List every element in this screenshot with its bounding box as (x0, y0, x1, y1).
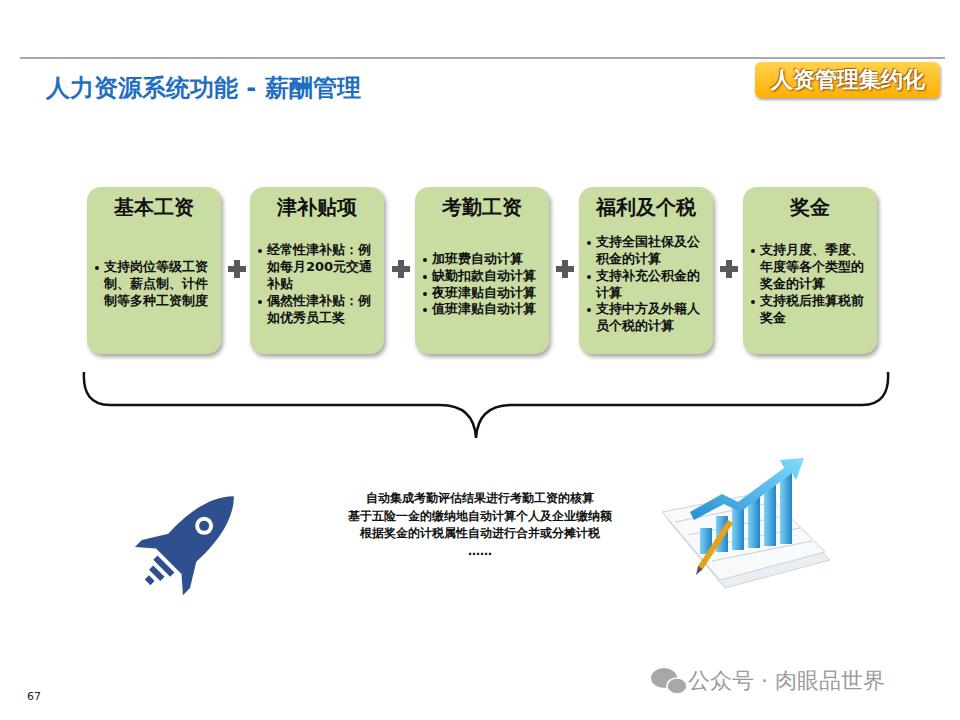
bullet-dot (751, 249, 755, 253)
watermark: 公众号 · 肉眼品世界 (688, 666, 885, 696)
summary-line: 根据奖金的计税属性自动进行合并或分摊计税 (280, 525, 680, 543)
page-title: 人力资源系统功能 - 薪酬管理 (46, 72, 361, 104)
chart-icon (662, 458, 830, 588)
bullet-text: 经常性津补贴：例如每月200元交通补贴 (267, 242, 378, 293)
bullet-dot (258, 300, 262, 304)
bullet-dot (423, 275, 427, 279)
top-rule (20, 58, 945, 59)
summary-line: 基于五险一金的缴纳地自动计算个人及企业缴纳额 (280, 508, 680, 526)
bullet-dot (587, 275, 591, 279)
bullet-text: 支持全国社保及公积金的计算 (596, 234, 707, 268)
bullet-text: 支持补充公积金的计算 (596, 268, 707, 302)
box-heading: 基本工资 (93, 195, 215, 219)
summary-line: …… (280, 543, 680, 561)
summary-line: 自动集成考勤评估结果进行考勤工资的核算 (280, 490, 680, 508)
bullet-text: 偶然性津补贴：例如优秀员工奖 (267, 293, 378, 327)
box-heading: 考勤工资 (421, 195, 543, 219)
bullet-dot (423, 308, 427, 312)
badge-text: 人资管理集约化 (771, 65, 925, 95)
box-heading: 奖金 (749, 195, 871, 219)
category-box: 津补贴项经常性津补贴：例如每月200元交通补贴偶然性津补贴：例如优秀员工奖 (250, 187, 384, 354)
bullet-text: 支持月度、季度、年度等各个类型的奖金的计算 (760, 242, 871, 293)
rocket-icon (124, 472, 258, 606)
theme-badge: 人资管理集约化 (755, 62, 940, 98)
bullet-text: 支持中方及外籍人员个税的计算 (596, 301, 707, 335)
bullet-dot (587, 308, 591, 312)
category-box: 基本工资支持岗位等级工资制、薪点制、计件制等多种工资制度 (87, 187, 221, 354)
bullet-dot (587, 241, 591, 245)
brace (84, 372, 888, 438)
bullet-text: 缺勤扣款自动计算 (432, 268, 536, 285)
wechat-icon (651, 668, 687, 694)
category-box: 福利及个税支持全国社保及公积金的计算支持补充公积金的计算支持中方及外籍人员个税的… (579, 187, 713, 354)
box-heading: 津补贴项 (256, 195, 378, 219)
box-heading: 福利及个税 (585, 195, 707, 219)
bullet-dot (423, 258, 427, 262)
page-number: 67 (27, 690, 41, 703)
category-box: 考勤工资加班费自动计算缺勤扣款自动计算夜班津贴自动计算值班津贴自动计算 (415, 187, 549, 354)
category-box: 奖金支持月度、季度、年度等各个类型的奖金的计算支持税后推算税前奖金 (743, 187, 877, 354)
bullet-dot (751, 300, 755, 304)
bullet-text: 夜班津贴自动计算 (432, 285, 536, 302)
bullet-text: 支持税后推算税前奖金 (760, 293, 871, 327)
bullet-text: 加班费自动计算 (432, 251, 523, 268)
bullet-dot (95, 266, 99, 270)
bullet-text: 支持岗位等级工资制、薪点制、计件制等多种工资制度 (104, 259, 215, 310)
bullet-dot (258, 249, 262, 253)
bullet-text: 值班津贴自动计算 (432, 301, 536, 318)
bullet-dot (423, 292, 427, 296)
